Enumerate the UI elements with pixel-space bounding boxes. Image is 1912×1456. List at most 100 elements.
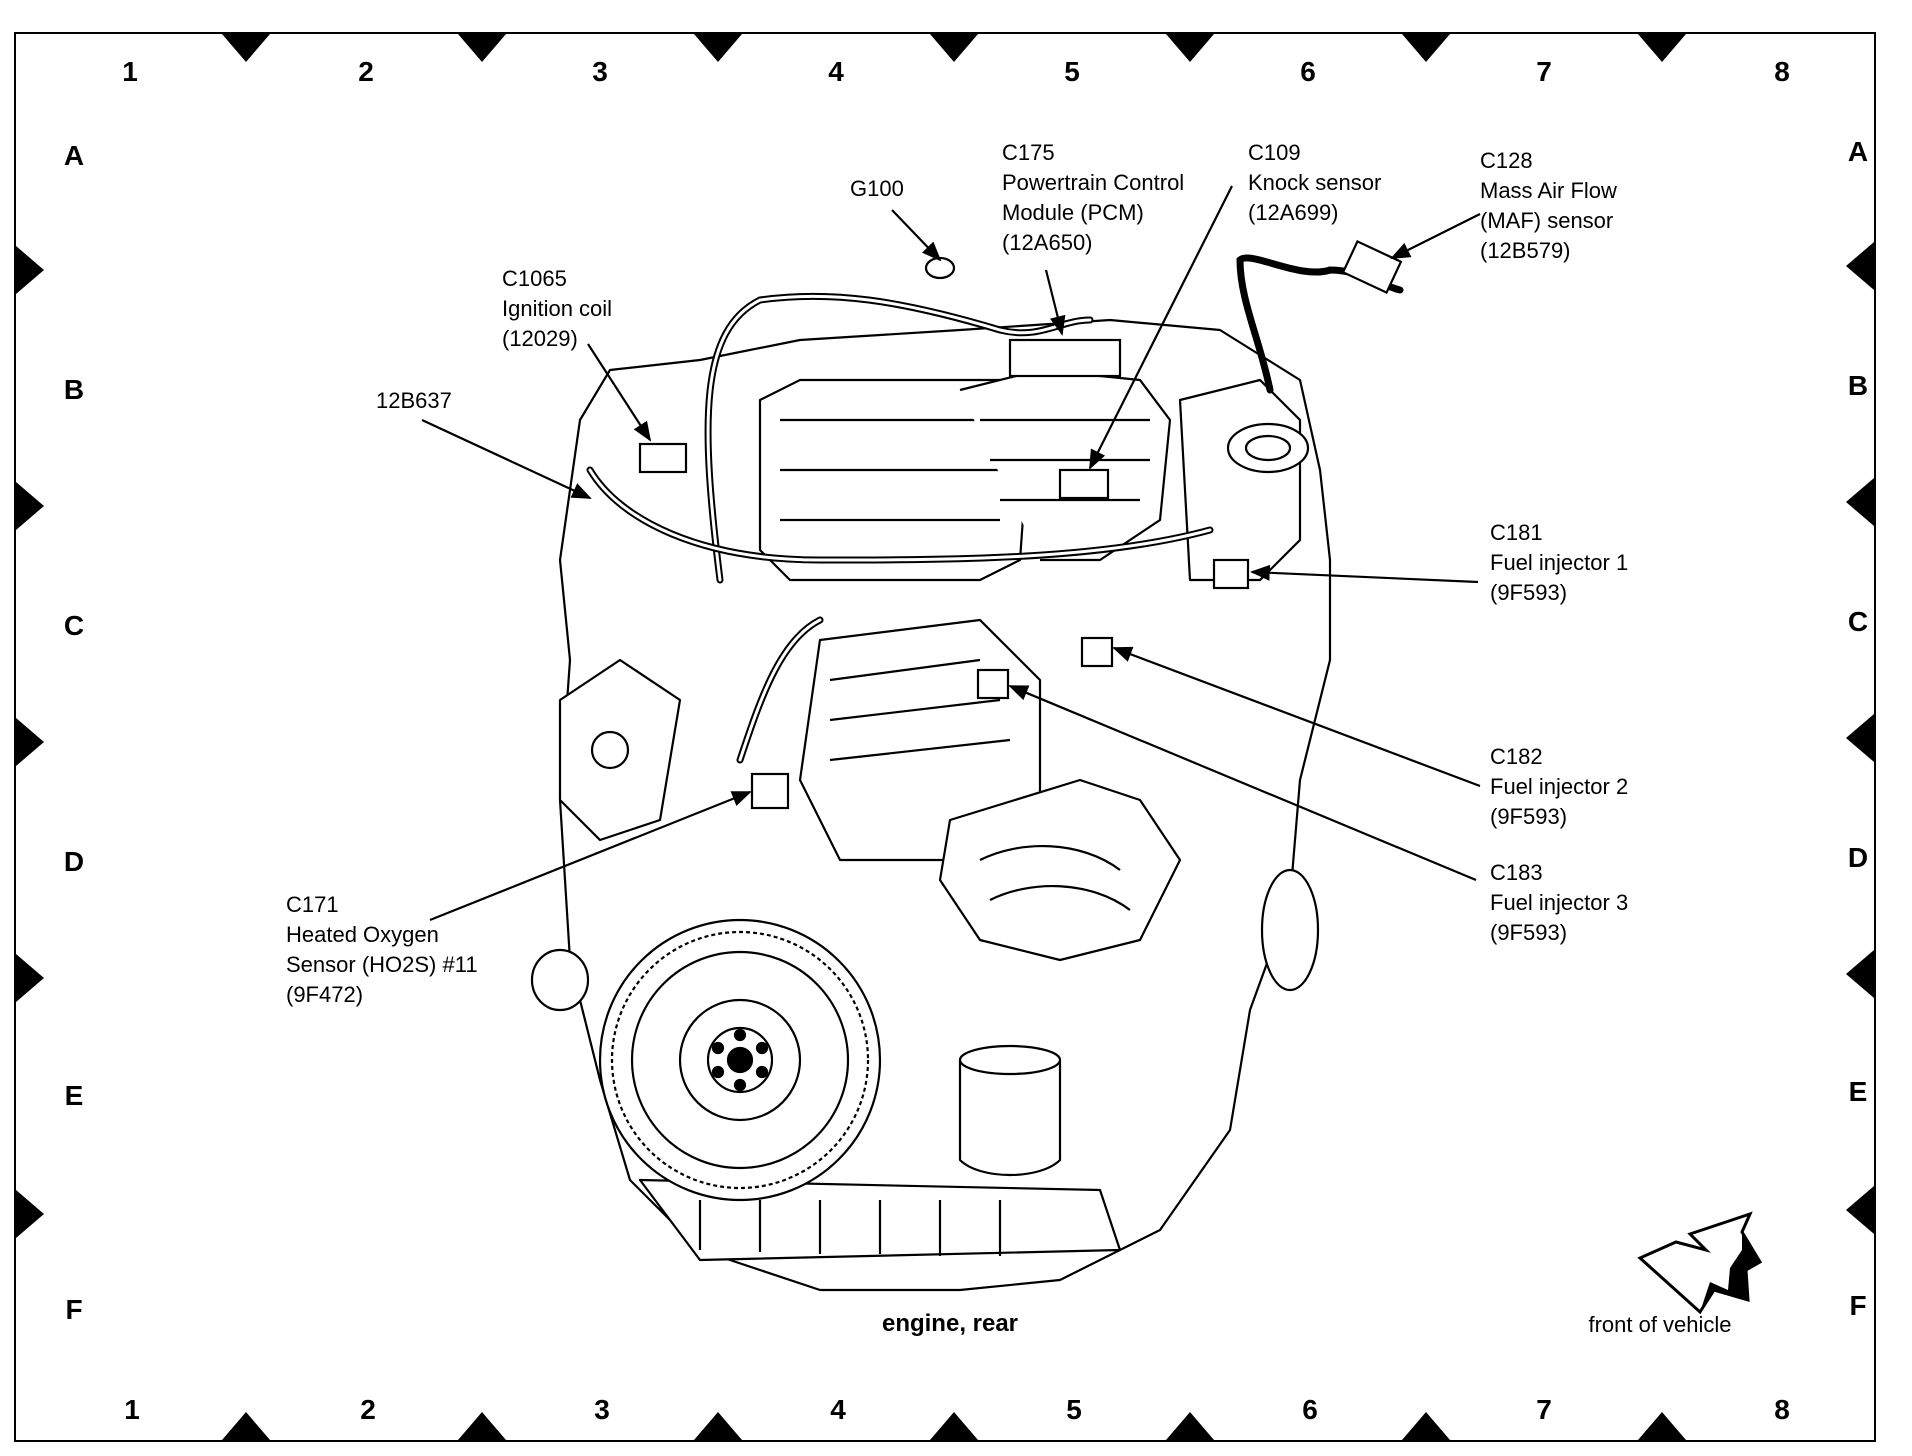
grid-col-top-2: 2 xyxy=(358,56,374,87)
grid-col-top-3: 3 xyxy=(592,56,608,87)
callout-c175-line-1: C175 xyxy=(1002,140,1055,165)
leader-c1065 xyxy=(587,343,652,442)
grid-row-right-B: B xyxy=(1847,370,1869,401)
left-plug xyxy=(530,948,590,1012)
callout-c181-line-2: Fuel injector 1 xyxy=(1490,550,1629,575)
grid-col-top-7: 7 xyxy=(1536,56,1552,87)
callout-c182-line-3: (9F593) xyxy=(1490,804,1568,829)
grid-col-top-1: 1 xyxy=(122,56,138,87)
callout-c1065-line-3: (12029) xyxy=(502,326,578,351)
frame-ticks xyxy=(16,34,1874,1440)
callout-c183-line-1: C183 xyxy=(1490,860,1543,885)
grid-row-right-C: C xyxy=(1847,606,1869,637)
grid-row-right-D: D xyxy=(1847,842,1869,873)
leader-c182 xyxy=(1112,646,1481,788)
grid-col-bottom-6: 6 xyxy=(1302,1394,1318,1425)
callout-c171-line-1: C171 xyxy=(286,892,339,917)
grid-col-bottom-3: 3 xyxy=(594,1394,610,1425)
callout-c128-line-1: C128 xyxy=(1480,148,1533,173)
callout-c175-line-2: Powertrain Control xyxy=(1002,170,1185,195)
callout-c128-line-4: (12B579) xyxy=(1480,238,1571,263)
front-of-vehicle-arrow-icon xyxy=(1637,1211,1763,1315)
ignition-coil-connector xyxy=(638,442,688,474)
callout-c171-line-4: (9F472) xyxy=(286,982,364,1007)
oil-filter xyxy=(958,1058,1062,1176)
callout-c183-line-2: Fuel injector 3 xyxy=(1490,890,1629,915)
callout-c171-line-2: Heated Oxygen xyxy=(286,922,439,947)
callout-c109-line-1: C109 xyxy=(1248,140,1301,165)
callout-c175-line-3: Module (PCM) xyxy=(1002,200,1144,225)
callout-c109: C109 Knock sensor (12A699) xyxy=(1248,138,1381,228)
accessory-bracket xyxy=(558,658,682,842)
callout-c182-line-1: C182 xyxy=(1490,744,1543,769)
grid-row-left-A: A xyxy=(63,140,85,171)
leader-c171 xyxy=(429,790,752,922)
grid-col-bottom-1: 1 xyxy=(124,1394,140,1425)
diagram-title: engine, rear xyxy=(881,1310,1019,1337)
callout-c175: C175 Powertrain Control Module (PCM) (12… xyxy=(1002,138,1184,258)
grid-col-bottom-2: 2 xyxy=(360,1394,376,1425)
grid-row-left-C: C xyxy=(63,610,85,641)
ground-terminal xyxy=(924,256,956,280)
grid-row-right-A: A xyxy=(1847,136,1869,167)
leader-lines xyxy=(421,185,1481,922)
knock-sensor-connector xyxy=(1058,468,1110,500)
grid-row-left-B: B xyxy=(63,374,85,405)
maf-connector xyxy=(1341,239,1403,295)
callout-c171: C171 Heated Oxygen Sensor (HO2S) #11 (9F… xyxy=(286,890,478,1010)
diagram-frame xyxy=(14,32,1876,1442)
callout-c181-line-3: (9F593) xyxy=(1490,580,1568,605)
leader-c175 xyxy=(1044,269,1066,336)
callout-c183-line-3: (9F593) xyxy=(1490,920,1568,945)
ho2s-connector xyxy=(750,772,790,810)
callout-c109-line-2: Knock sensor xyxy=(1248,170,1382,195)
grid-col-bottom-5: 5 xyxy=(1066,1394,1082,1425)
engine-illustration xyxy=(530,318,1332,1292)
callout-c128-line-3: (MAF) sensor xyxy=(1480,208,1614,233)
callout-g100: G100 xyxy=(850,174,904,204)
callout-c181: C181 Fuel injector 1 (9F593) xyxy=(1490,518,1628,608)
grid-row-left-E: E xyxy=(64,1080,84,1111)
grid-col-top-5: 5 xyxy=(1064,56,1080,87)
pcm-connector xyxy=(1008,338,1122,378)
callout-c181-line-1: C181 xyxy=(1490,520,1543,545)
callout-g100-line-1: G100 xyxy=(850,176,904,201)
leader-12b637 xyxy=(421,419,592,499)
injector-2-connector xyxy=(1080,636,1114,668)
leader-c183 xyxy=(1008,684,1477,882)
grid-col-bottom-4: 4 xyxy=(830,1394,846,1425)
grid-row-left-D: D xyxy=(63,846,85,877)
callout-c128-line-2: Mass Air Flow xyxy=(1480,178,1617,203)
callout-c109-line-3: (12A699) xyxy=(1248,200,1339,225)
leader-c128 xyxy=(1390,213,1481,259)
grid-col-bottom-7: 7 xyxy=(1536,1394,1552,1425)
tick-top xyxy=(222,34,270,62)
leader-c109 xyxy=(1089,185,1233,470)
callout-12b637-line-1: 12B637 xyxy=(376,388,452,413)
cylinder-head xyxy=(1178,378,1302,582)
exhaust-manifold xyxy=(938,778,1182,962)
grid-col-top-4: 4 xyxy=(828,56,844,87)
callout-12b637: 12B637 xyxy=(376,386,452,416)
front-of-vehicle-label: front of vehicle xyxy=(1588,1312,1732,1337)
callout-c1065-line-1: C1065 xyxy=(502,266,567,291)
injector-3-connector xyxy=(976,668,1010,700)
leader-c181 xyxy=(1250,564,1479,584)
callout-c175-line-4: (12A650) xyxy=(1002,230,1093,255)
leader-g100 xyxy=(891,209,942,262)
callout-c128: C128 Mass Air Flow (MAF) sensor (12B579) xyxy=(1480,146,1617,266)
callout-c183: C183 Fuel injector 3 (9F593) xyxy=(1490,858,1628,948)
grid-row-right-F: F xyxy=(1849,1290,1867,1321)
grid-row-right-E: E xyxy=(1848,1076,1868,1107)
callout-c1065-line-2: Ignition coil xyxy=(502,296,613,321)
callout-c171-line-3: Sensor (HO2S) #11 xyxy=(286,952,478,977)
callout-c182: C182 Fuel injector 2 (9F593) xyxy=(1490,742,1628,832)
callout-c1065: C1065 Ignition coil (12029) xyxy=(502,264,612,354)
connectors xyxy=(638,239,1403,810)
pulley xyxy=(1260,868,1320,992)
injector-1-connector xyxy=(1212,558,1250,590)
grid-row-left-F: F xyxy=(65,1294,83,1325)
grid-col-bottom-8: 8 xyxy=(1774,1394,1790,1425)
grid-col-top-6: 6 xyxy=(1300,56,1316,87)
